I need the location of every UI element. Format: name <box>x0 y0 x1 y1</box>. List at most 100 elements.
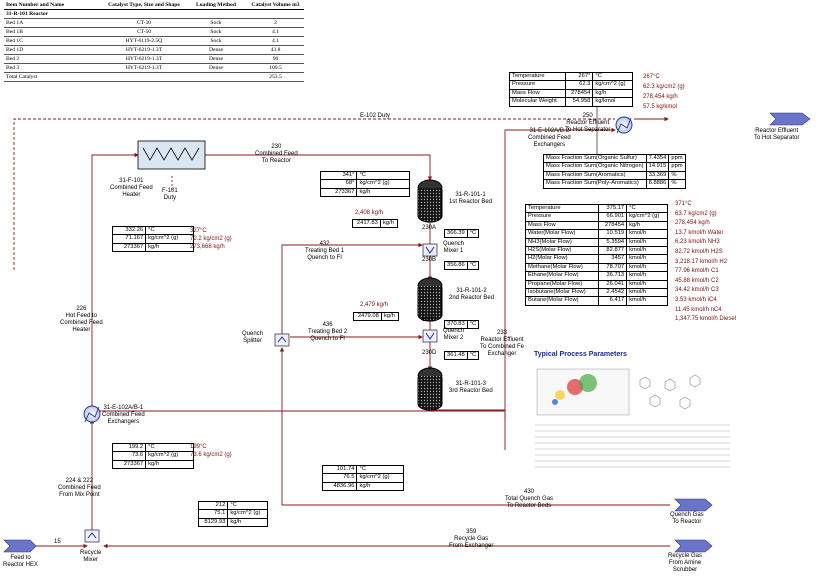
stream-cell: kg/h <box>379 218 399 229</box>
typical-process-thumbnail <box>535 368 730 468</box>
feed-label: Feed to Reactor HEX <box>3 555 39 568</box>
node-230c: 230C <box>422 317 437 323</box>
effluent-out-arrow[interactable] <box>769 112 811 126</box>
stream-436-id: 436 <box>322 322 333 328</box>
stream-224-name: Combined Feed From Mix Point <box>58 485 101 498</box>
stream-note: 82.72 kmol/h H2S <box>675 248 723 255</box>
stream-cell: kg/cm^2 (g) <box>626 212 668 222</box>
stream-note: 73.6 kg/cm2 (g) <box>190 452 232 458</box>
stream-cell: 3457 <box>597 254 628 264</box>
exchanger-e102-b2[interactable] <box>615 116 633 134</box>
stream-cell: °C <box>227 500 268 511</box>
recycle-gas-in-arrow[interactable] <box>674 539 713 553</box>
heater-f101[interactable] <box>137 140 206 170</box>
stream-row: 212°C <box>197 500 268 511</box>
stream-note: 3.53 kmol/h iC4 <box>675 296 717 303</box>
recycle-mixer-label: Recycle Mixer <box>80 550 102 563</box>
reactor-bed-3[interactable] <box>417 367 443 411</box>
stream-226-id: 226 <box>76 306 87 312</box>
catalyst-cell: Dense <box>185 45 247 55</box>
stream-230-name: Combined Feed To Reactor <box>255 151 298 164</box>
stream-cell: Propane(Molar Flow) <box>525 279 599 290</box>
stream-cell: ppm <box>668 153 686 164</box>
stream-cell: Temperature <box>525 203 599 214</box>
stream-cell: 199.2 <box>111 442 147 453</box>
effluent-out-label: Reactor Effluent To Hot Separator <box>754 128 800 141</box>
stream-row: 332.26°C <box>111 225 194 236</box>
catalyst-cell: Dense <box>185 63 247 73</box>
stream-233-id: 233 <box>497 330 508 336</box>
stream-cell: 278454 <box>597 220 628 231</box>
stream-cell: 82.877 <box>597 246 628 256</box>
stream-note: 45.88 kmol/h C2 <box>675 277 719 284</box>
stream-note: 267°C <box>643 74 660 80</box>
catalyst-cell: 109.5 <box>247 63 304 73</box>
catalyst-cell: 4.1 <box>247 36 304 46</box>
recycle-mixer[interactable] <box>84 529 100 543</box>
stream-cell: kmol/h <box>626 237 668 248</box>
catalyst-cell: 253.5 <box>247 72 304 82</box>
reactor-bed-1[interactable] <box>417 179 443 223</box>
stream-cell: 73.6 <box>111 451 147 461</box>
bed1-label: 31-R-101-1 1st Reactor Bed <box>449 192 493 205</box>
stream-250-id: 250 <box>582 113 593 119</box>
stream-cell: NH3(Molar Flow) <box>525 237 599 248</box>
exchanger-e102-b1[interactable] <box>83 405 101 423</box>
stream-cell: kg/kmol <box>592 97 633 107</box>
stream-224-label: 224 & 222 Combined Feed From Mix Point <box>58 478 101 499</box>
header-volume: Catalyst Volume m3 <box>247 2 304 10</box>
stream-cell: kmol/h <box>626 229 668 239</box>
stream-432-label: 432 Treating Bed 1 Quench to FI <box>305 241 344 262</box>
stream-cell: 54.958 <box>564 97 594 107</box>
stream-cell: 75.1 <box>197 509 229 519</box>
quench-splitter-label: Quench Splitter <box>242 331 264 344</box>
node-230d: 230D <box>422 350 437 356</box>
catalyst-cell: Bed 1D <box>4 45 103 55</box>
stream-cell: kg/h <box>626 220 668 231</box>
catalyst-cell: HYT-6219-1.3T <box>103 63 185 73</box>
stream-note: 34.42 kmol/h C3 <box>675 287 719 294</box>
stream-233-name: Reactor Effluent To Combined Fe Exchange… <box>480 337 525 357</box>
stream-cell: ppm <box>668 162 686 172</box>
stream-cell: Water(Molar Flow) <box>525 229 599 239</box>
stream-cell: Methane(Molar Flow) <box>525 262 599 273</box>
stream-cell: kg/h <box>227 517 268 528</box>
stream-cell: 71.167 <box>111 234 147 244</box>
quench-mixer-1[interactable] <box>422 243 438 257</box>
stream-436-name: Treating Bed 2 Quench to FI <box>308 329 348 342</box>
stream-cell: 68° <box>319 179 358 189</box>
bed3-label: 31-R-101-3 3rd Reactor Bed <box>449 381 493 394</box>
catalyst-section-row: 31-R-101 Reactor <box>4 9 304 19</box>
stream-cell: kmol/h <box>626 288 668 298</box>
catalyst-cell: Dense <box>185 54 247 64</box>
quench-gas-out-arrow[interactable] <box>674 498 713 512</box>
catalyst-cell: 90 <box>247 54 304 64</box>
stream-row: 341°°C <box>319 170 410 181</box>
stream-cell: Mass Flow <box>509 88 566 99</box>
stream-cell: Mass Fraction Sum(Poly-Aromatics) <box>543 179 647 189</box>
feed-arrow[interactable] <box>3 539 37 553</box>
quench-splitter[interactable] <box>274 333 290 347</box>
stream-cell: °C <box>466 350 480 361</box>
quench-mixer-2[interactable] <box>422 329 438 343</box>
stream-cell: Molecular Weight <box>509 97 566 107</box>
stream-cell: 2479.08 <box>353 311 382 322</box>
reactor-bed-2[interactable] <box>417 277 443 322</box>
stream-cell: kg/cm^2 (g) <box>356 473 404 483</box>
stream-lines <box>13 116 670 549</box>
